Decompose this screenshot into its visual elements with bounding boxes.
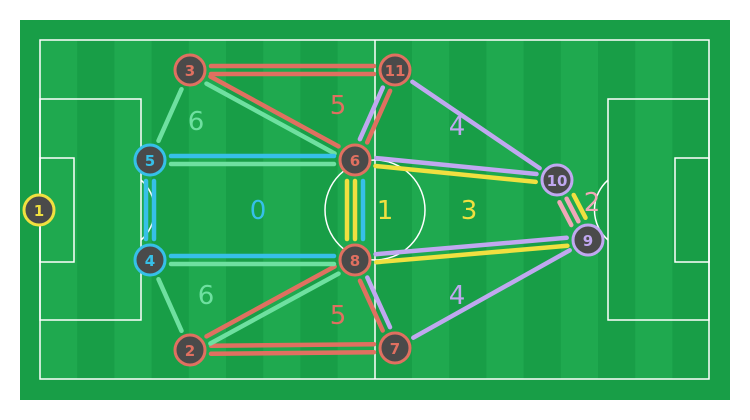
node-7: 7 [378, 331, 412, 365]
node-8: 8 [338, 243, 372, 277]
node-5-circle [133, 143, 167, 177]
edge-2-8-red [204, 264, 337, 339]
node-9-label: 9 [583, 232, 593, 250]
node-2-label: 2 [185, 342, 195, 360]
grass-stripe [263, 40, 301, 379]
edge-7-9-purple [411, 248, 572, 340]
edge-3-5-green [156, 86, 184, 144]
edge-6-10-purple [374, 155, 539, 177]
node-4: 4 [133, 243, 167, 277]
pitch [20, 20, 730, 400]
edge-layer [143, 63, 588, 357]
edge-3-6-red [208, 74, 341, 149]
grass-stripe [635, 40, 673, 379]
edge-6-10-yellow [373, 163, 538, 185]
grass-stripe [486, 40, 524, 379]
edge-2-7-red [208, 349, 377, 357]
node-11-label: 11 [385, 62, 406, 80]
node-6: 6 [338, 143, 372, 177]
region-label-5: 4 [449, 281, 466, 311]
node-1-label: 1 [34, 202, 44, 220]
node-8-circle [338, 243, 372, 277]
node-2: 2 [173, 333, 207, 367]
node-3-circle [173, 53, 207, 87]
edge-11-10-purple [410, 79, 542, 171]
node-11-circle [378, 53, 412, 87]
node-6-circle [338, 143, 372, 177]
node-5: 5 [133, 143, 167, 177]
edge-4-2-green [156, 276, 184, 334]
edge-11-6-purple [357, 85, 386, 142]
edge-2-8-green [208, 271, 341, 346]
node-5-label: 5 [145, 152, 155, 170]
edge-10-9-pink [557, 200, 574, 228]
grass-stripe [188, 40, 226, 379]
node-8-label: 8 [350, 252, 360, 270]
edge-11-6-red [364, 88, 393, 145]
node-9: 9 [571, 223, 605, 257]
region-label-4: 4 [449, 112, 466, 142]
region-label-1: 1 [377, 196, 394, 226]
node-9-circle [571, 223, 605, 257]
node-4-label: 4 [145, 252, 155, 270]
node-4-circle [133, 243, 167, 277]
right-goal-box [674, 157, 710, 263]
edge-7-8-purple [365, 275, 393, 330]
edge-7-8-red [357, 278, 385, 333]
edge-8-9-purple [373, 235, 569, 257]
region-label-7: 5 [330, 301, 347, 331]
node-10: 10 [540, 163, 574, 197]
node-10-circle [540, 163, 574, 197]
node-2-circle [173, 333, 207, 367]
node-1: 1 [22, 193, 56, 227]
region-label-2: 2 [584, 188, 601, 218]
region-label-layer: 0 1 2 3 4 4 5 5 6 6 [188, 91, 601, 331]
node-7-circle [378, 331, 412, 365]
node-7-label: 7 [390, 340, 400, 358]
edge-2-7-red [208, 341, 377, 349]
node-1-circle [22, 193, 56, 227]
edge-10-9-yellow [571, 192, 588, 220]
center-circle [324, 159, 426, 261]
node-10-label: 10 [547, 172, 568, 190]
edge-8-9-yellow [374, 243, 570, 265]
edge-10-9-pink [564, 196, 581, 224]
edge-3-6-green [204, 81, 337, 156]
node-6-label: 6 [350, 152, 360, 170]
region-label-3: 3 [461, 196, 478, 226]
region-label-6: 5 [330, 91, 347, 121]
region-label-9: 6 [198, 281, 215, 311]
region-label-0: 0 [250, 196, 267, 226]
node-3-label: 3 [185, 62, 195, 80]
node-3: 3 [173, 53, 207, 87]
region-label-8: 6 [188, 107, 205, 137]
node-11: 11 [378, 53, 412, 87]
